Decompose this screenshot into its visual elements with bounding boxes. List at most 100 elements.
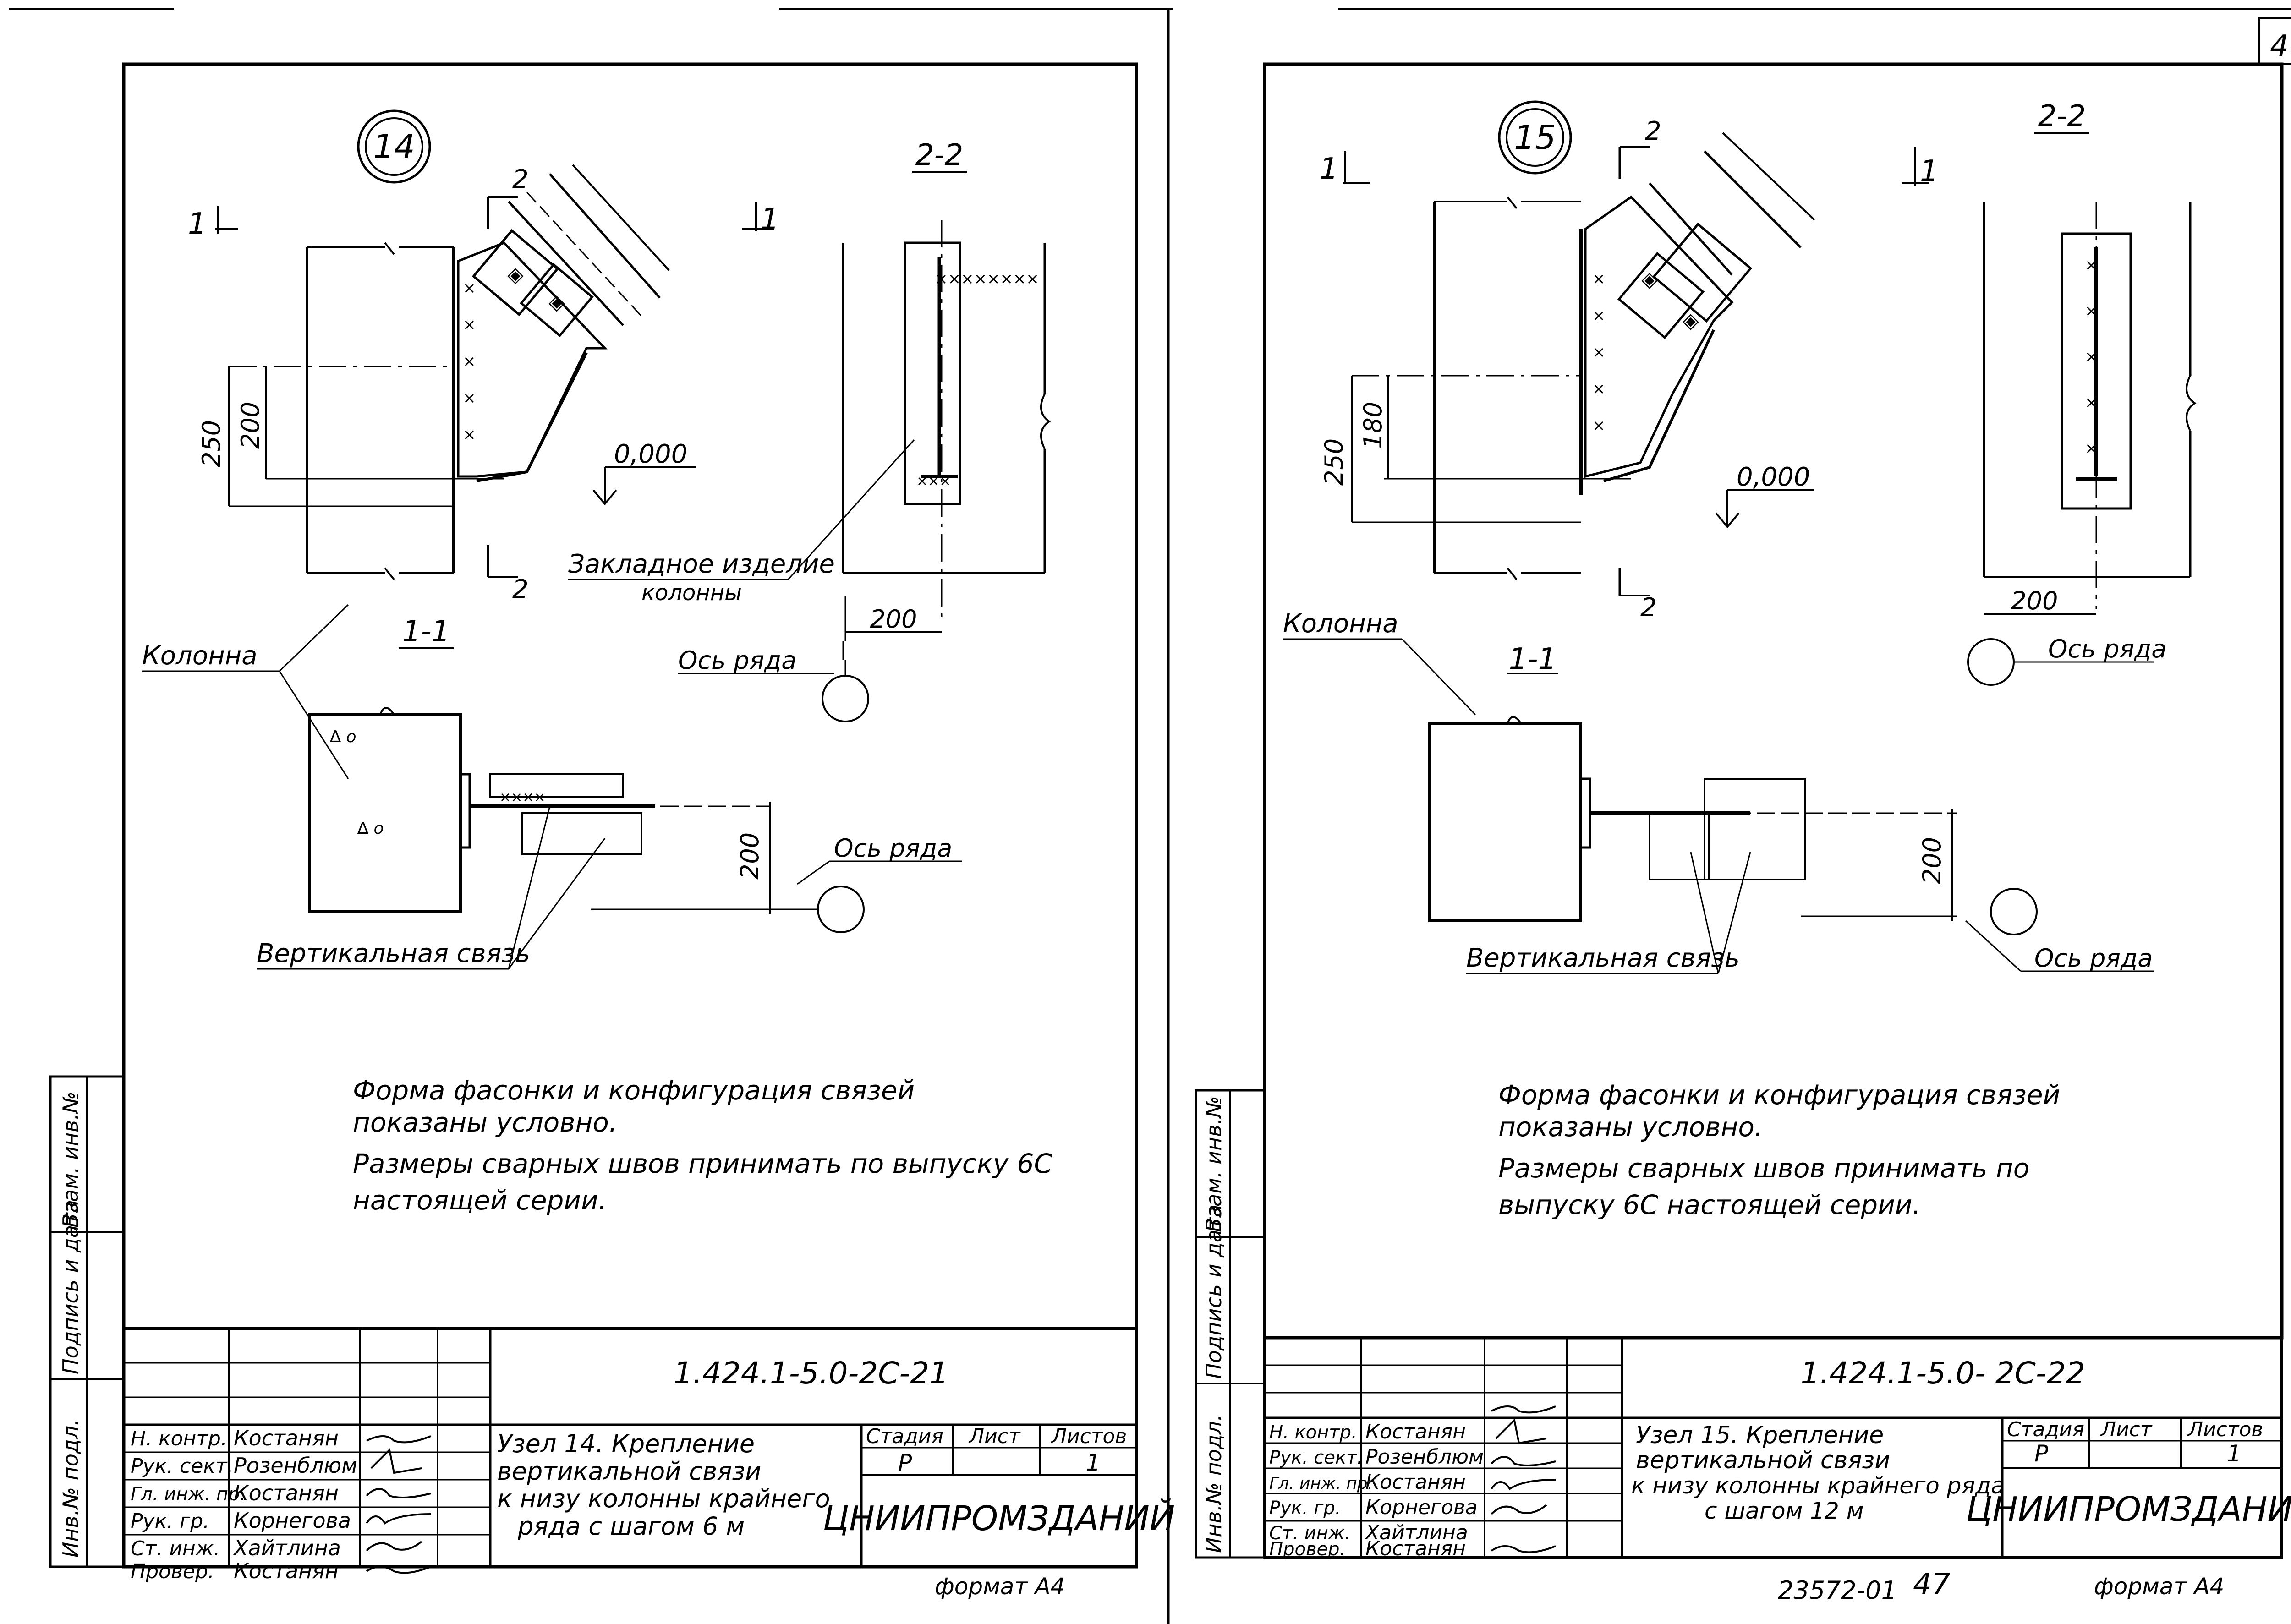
section-11-title: 1-1 xyxy=(1509,642,1557,676)
node-circle xyxy=(357,109,431,184)
svg-text:◈: ◈ xyxy=(1683,308,1699,333)
label-column: Колонна xyxy=(142,641,258,671)
svg-text:×: × xyxy=(1592,270,1606,288)
format-label: формат А4 xyxy=(2094,1573,2224,1600)
stage-label: Стадия xyxy=(866,1425,943,1448)
name-2: Костанян xyxy=(234,1481,339,1505)
svg-text:◈: ◈ xyxy=(507,262,524,287)
side-label-inv: Инв.№ подл. xyxy=(1201,1414,1226,1553)
node-number: 15 xyxy=(1514,118,1556,157)
note-line-1: Форма фасонки и конфигурация связей xyxy=(1498,1079,2060,1110)
svg-text:××××: ×××× xyxy=(499,789,546,805)
sheet-label: Лист xyxy=(968,1425,1021,1448)
name-4: Хайтлина xyxy=(233,1536,341,1560)
note-line-1: Форма фасонки и конфигурация связей xyxy=(353,1075,915,1106)
notes: Форма фасонки и конфигурация связей пока… xyxy=(353,1075,1053,1216)
page-number: 46 xyxy=(2270,29,2291,63)
cut-1-left: 1 xyxy=(1320,152,1338,186)
role-1: Рук. сект. xyxy=(131,1454,234,1478)
title-line-1: Узел 15. Крепление xyxy=(1636,1422,1884,1449)
role-1: Рук. сект. xyxy=(1269,1447,1363,1468)
axis-bubble-top xyxy=(822,675,869,722)
signature xyxy=(1491,1405,1556,1414)
role-2: Гл. инж. пр. xyxy=(1269,1474,1373,1493)
elevation-mark: 0,000 xyxy=(614,439,687,469)
svg-text:×: × xyxy=(463,279,476,297)
role-3: Рук. гр. xyxy=(131,1509,209,1533)
signature xyxy=(366,1435,431,1444)
note-line-2: показаны условно. xyxy=(353,1107,617,1138)
signature xyxy=(1491,1479,1556,1490)
axis-label-top: Ось ряда xyxy=(678,646,796,675)
svg-text:×: × xyxy=(463,389,476,407)
cut-1-right: 1 xyxy=(761,202,779,236)
svg-text:∆ ο: ∆ ο xyxy=(329,727,356,746)
dim-200-top: 200 xyxy=(870,605,917,634)
drawing-code: 1.424.1-5.0- 2С-22 xyxy=(1800,1356,2085,1391)
sheet-frame xyxy=(122,62,1138,1569)
sheet-frame xyxy=(1263,62,2284,1340)
side-label-sign: Подпись и дата xyxy=(58,1200,83,1374)
archive-number: 23572-01 xyxy=(1778,1576,1897,1605)
name-4: Хайтлина xyxy=(1365,1521,1468,1544)
label-embedded: Закладное изделие xyxy=(568,549,835,579)
role-3: Рук. гр. xyxy=(1269,1498,1341,1519)
format-label: формат А4 xyxy=(935,1573,1065,1600)
cut-1-left: 1 xyxy=(188,207,207,241)
elevation-view: ◈ ◈ × × × × × 250 180 0,000 2 2 xyxy=(1320,116,1939,623)
dim-250: 250 xyxy=(1320,438,1348,486)
sheet-label: Лист xyxy=(2100,1418,2153,1441)
svg-text:◈: ◈ xyxy=(1641,267,1658,291)
organization: ЦНИИПРОМЗДАНИЙ xyxy=(823,1498,1175,1538)
svg-text:×: × xyxy=(1592,416,1606,435)
fold-mark: 47 xyxy=(1913,1568,1951,1602)
side-stamp: Инв.№ подл. Подпись и дата Взам. инв.№ xyxy=(49,1075,125,1568)
dim-200-bottom: 200 xyxy=(1918,837,1946,884)
side-label-replace: Взам. инв.№ xyxy=(1201,1096,1226,1232)
sheets-value: 1 xyxy=(1086,1449,1101,1476)
dim-inner: 180 xyxy=(1359,402,1387,449)
dim-200-top: 200 xyxy=(2011,586,2058,615)
dim-250: 250 xyxy=(197,420,226,467)
cut-2-bottom: 2 xyxy=(1640,593,1657,623)
section-22-title: 2-2 xyxy=(915,138,964,172)
sheet-node-14: Инв.№ подл. Подпись и дата Взам. инв.№ 1… xyxy=(49,62,1175,1600)
elevation-mark: 0,000 xyxy=(1737,462,1810,492)
signature xyxy=(1491,1456,1556,1466)
title-line-2: вертикальной связи xyxy=(1636,1447,1890,1474)
svg-text:◈: ◈ xyxy=(548,290,565,314)
signature xyxy=(366,1566,431,1574)
section-1-1: 1-1 ∆ ο ∆ ο ×××× 200 Ось ряда Вертикальн… xyxy=(257,615,962,970)
stage-label: Стадия xyxy=(2007,1418,2084,1441)
title-block: 1.424.1-5.0-2С-21 Н. контр. Рук. сект. Г… xyxy=(122,1327,1175,1583)
section-22-title: 2-2 xyxy=(2038,99,2086,133)
title-line-3: к низу колонны крайнего xyxy=(497,1484,830,1513)
svg-text:×××: ××× xyxy=(916,473,951,489)
role-2: Гл. инж. пр. xyxy=(131,1484,246,1505)
svg-text:×: × xyxy=(463,316,476,334)
name-0: Костанян xyxy=(1365,1420,1466,1444)
svg-text:×: × xyxy=(1592,380,1606,398)
side-label-sign: Подпись и дата xyxy=(1201,1204,1226,1379)
name-1: Розенблюм xyxy=(1365,1445,1484,1469)
signature xyxy=(366,1488,431,1498)
role-4: Ст. инж. xyxy=(1269,1523,1351,1544)
signature xyxy=(370,1448,422,1474)
organization: ЦНИИПРОМЗДАНИЙ xyxy=(1966,1489,2291,1529)
signature xyxy=(366,1541,422,1552)
title-block: 1.424.1-5.0- 2С-22 Н. контр. Рук. сект. … xyxy=(1265,1338,2291,1560)
svg-text:×: × xyxy=(463,352,476,371)
name-1: Розенблюм xyxy=(234,1453,357,1478)
note-line-3: Размеры сварных швов принимать по выпуск… xyxy=(353,1148,1053,1179)
page-number-box xyxy=(2258,17,2291,65)
note-line-2: показаны условно. xyxy=(1498,1111,1763,1143)
role-0: Н. контр. xyxy=(1269,1422,1357,1443)
title-line-4: ряда с шагом 6 м xyxy=(517,1512,745,1541)
label-embedded-2: колонны xyxy=(641,580,742,606)
label-brace: Вертикальная связь xyxy=(1466,943,1740,973)
role-0: Н. контр. xyxy=(131,1427,227,1450)
cut-2-top: 2 xyxy=(512,164,529,194)
role-4: Ст. инж. xyxy=(131,1537,220,1560)
sheets-label: Листов xyxy=(2187,1418,2263,1441)
role-5: Провер. xyxy=(131,1560,214,1583)
